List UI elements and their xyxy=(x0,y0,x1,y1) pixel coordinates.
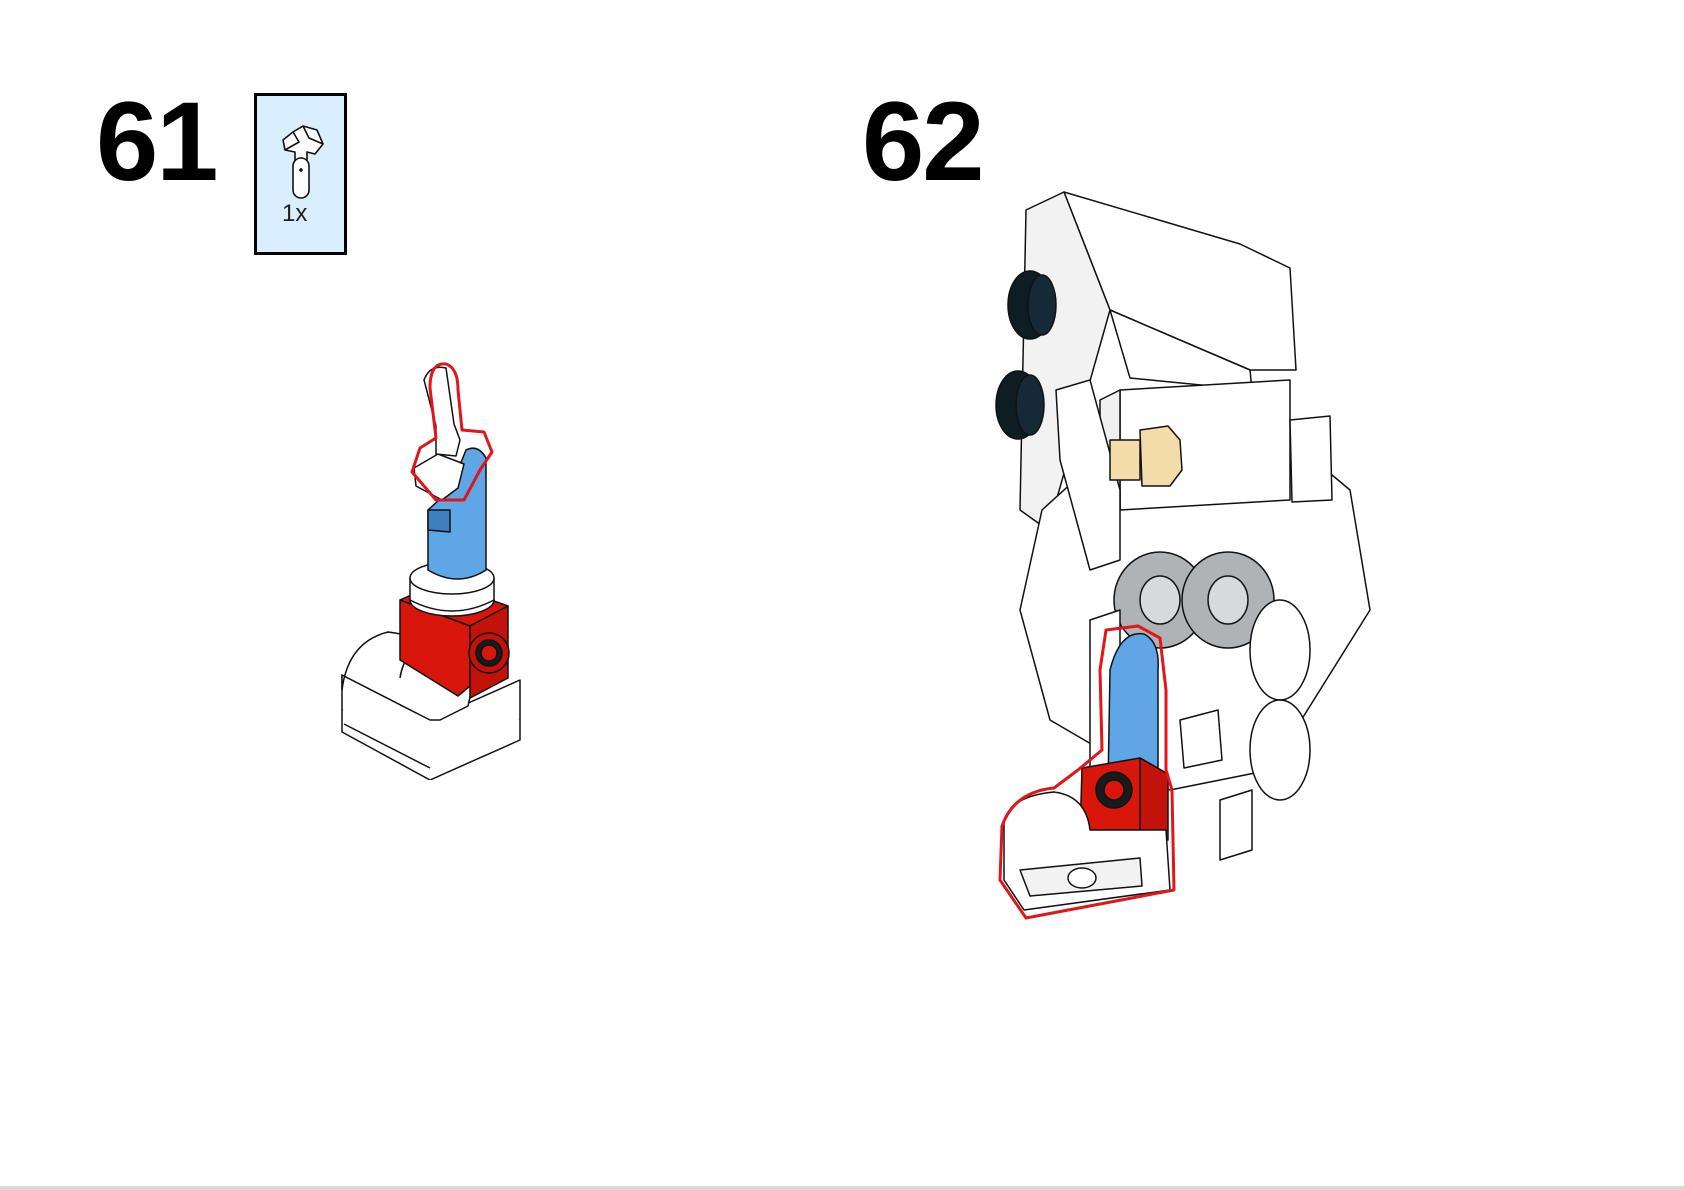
robot-body-assembly-icon xyxy=(995,191,1371,920)
step-number-62: 62 xyxy=(862,79,985,204)
leg-assembly-icon xyxy=(341,362,521,780)
part-quantity: 1x xyxy=(282,200,308,227)
step-number-61: 61 xyxy=(96,79,219,204)
clip-bar-part-icon xyxy=(282,125,324,199)
page-bottom-rule xyxy=(0,1186,1684,1190)
parts-callout-box: 1x xyxy=(254,93,347,255)
